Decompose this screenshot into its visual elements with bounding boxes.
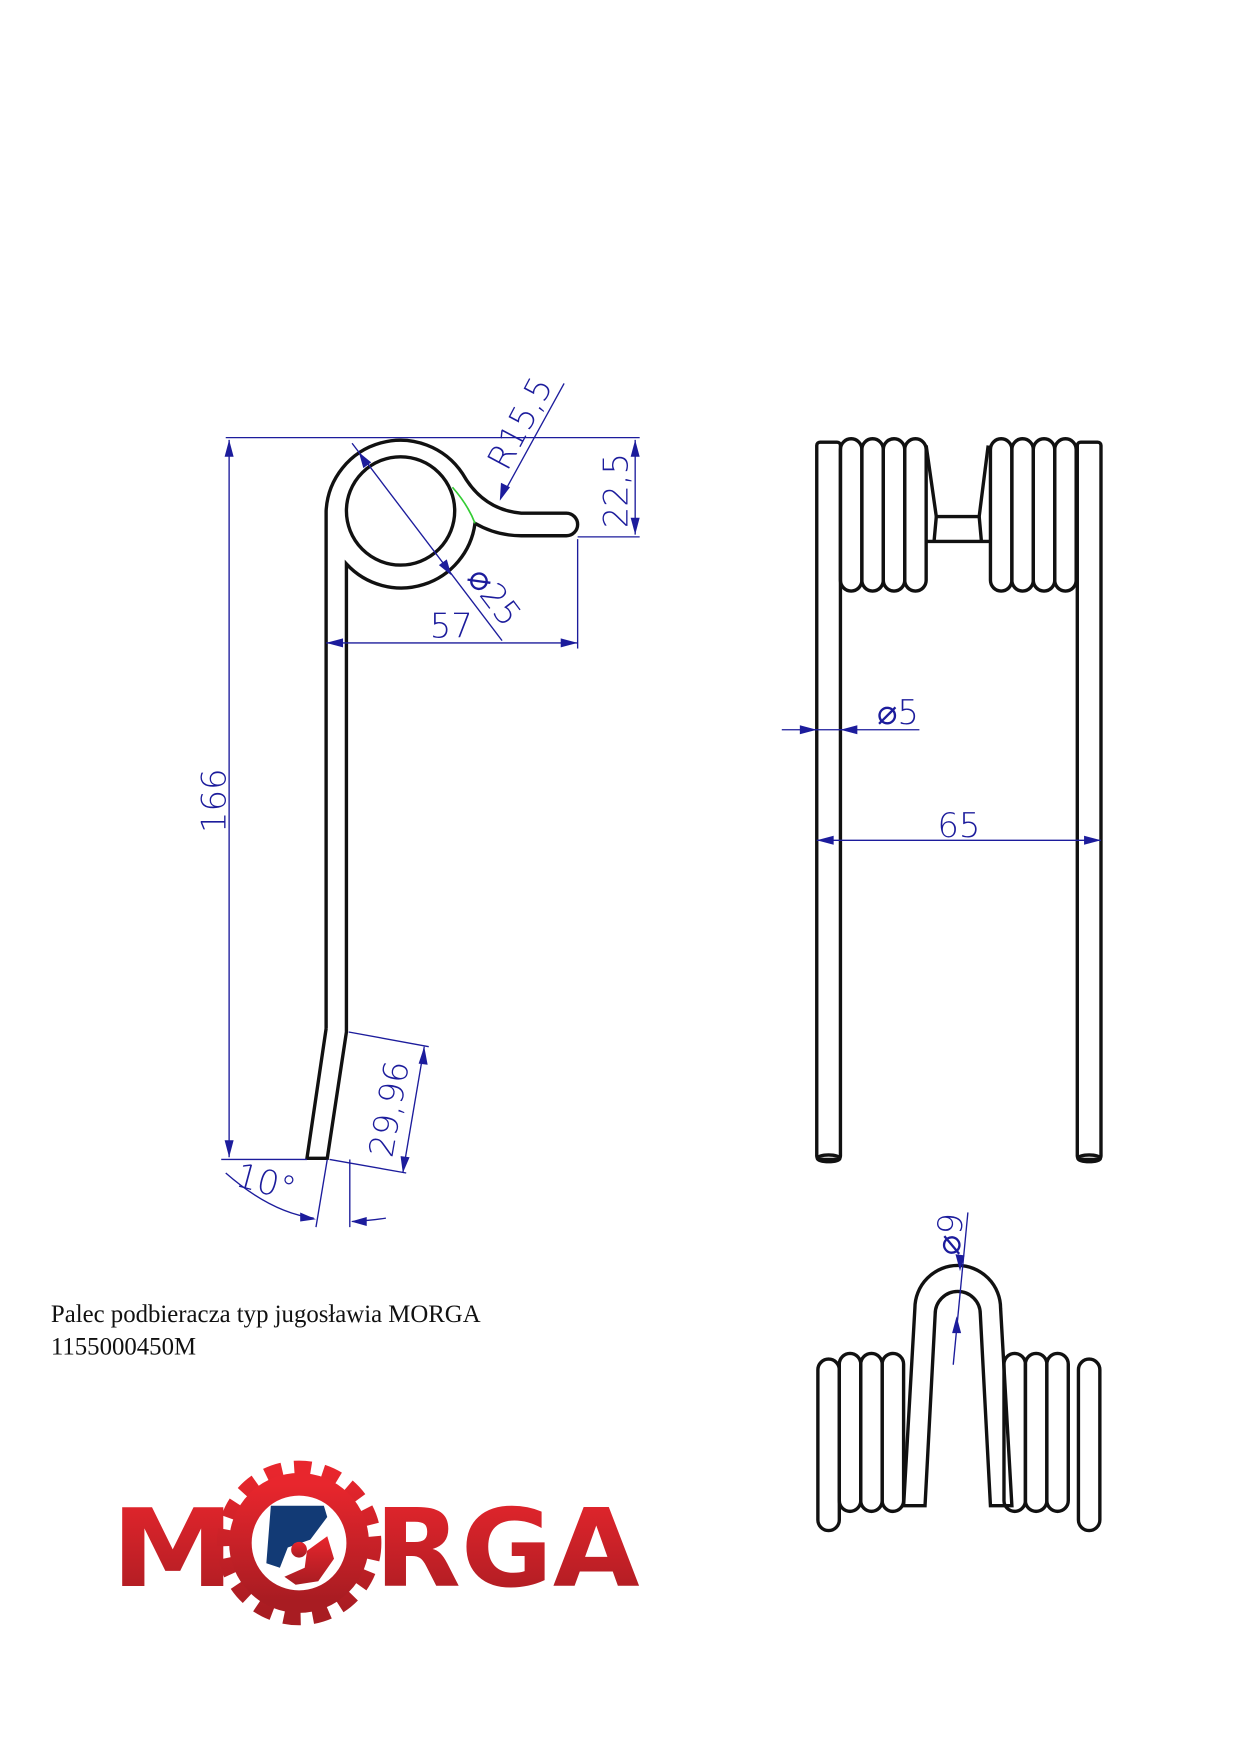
dim-leg-spacing: 65 bbox=[937, 806, 980, 845]
left-leg bbox=[815, 440, 843, 1162]
top-view: ⌀9 bbox=[816, 1211, 1102, 1533]
tangent-mark bbox=[451, 486, 476, 524]
bend-u bbox=[901, 1263, 1014, 1508]
product-code: 1155000450M bbox=[51, 1334, 196, 1361]
dim-radius: R15,5 bbox=[480, 370, 561, 476]
dim-bend-diameter: ⌀9 bbox=[928, 1211, 971, 1256]
dim-wire-diameter: ⌀5 bbox=[877, 693, 919, 732]
loop-inner-circle bbox=[344, 455, 457, 567]
logo-text-rga: RGA bbox=[375, 1486, 640, 1612]
morga-logo: M RGA bbox=[111, 1460, 640, 1626]
gear-icon bbox=[216, 1460, 382, 1626]
logo-text-m: M bbox=[111, 1486, 235, 1612]
dim-height: 166 bbox=[195, 769, 234, 834]
side-view: 166 22,5 R15,5 ⌀25 57 29,96 bbox=[195, 370, 640, 1228]
front-coils bbox=[838, 437, 1078, 593]
tine-outer-contour bbox=[304, 438, 580, 1161]
dim-tip-angle: 10° bbox=[232, 1156, 300, 1209]
dim-tip-length: 29,96 bbox=[362, 1058, 417, 1160]
product-title: Palec podbieracza typ jugosławia MORGA bbox=[51, 1301, 481, 1328]
front-view: ⌀5 65 bbox=[781, 437, 1103, 1164]
dim-hook-height: 22,5 bbox=[596, 453, 635, 528]
dim-width: 57 bbox=[430, 606, 473, 645]
right-leg bbox=[1075, 440, 1103, 1162]
